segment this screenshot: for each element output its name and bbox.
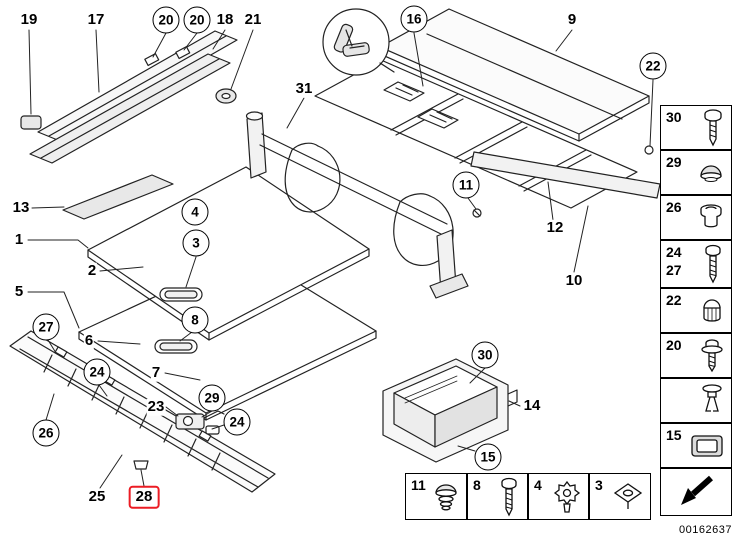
- continuation-arrow-icon: [681, 475, 713, 505]
- callout-18[interactable]: 18: [215, 10, 235, 29]
- callout-17[interactable]: 17: [86, 10, 106, 29]
- sidebar-cell-24-27[interactable]: 24 27: [660, 240, 732, 288]
- legend-cell-label: 4: [534, 477, 542, 493]
- legend-cell-8[interactable]: 8: [467, 473, 528, 520]
- callout-21[interactable]: 21: [243, 10, 263, 29]
- legend-cell-4[interactable]: 4: [528, 473, 589, 520]
- sidebar-cell-30[interactable]: 30: [660, 105, 732, 150]
- callout-2[interactable]: 2: [86, 261, 98, 280]
- speed-nut-icon: [613, 482, 643, 509]
- sidebar-cell-22[interactable]: 22: [660, 288, 732, 333]
- storage-tray-drawing: [382, 358, 518, 463]
- callout-circled-29[interactable]: 29: [198, 384, 226, 412]
- pan-head-screw-icon: [704, 108, 722, 146]
- callout-circled-15[interactable]: 15: [474, 443, 502, 471]
- callout-19[interactable]: 19: [19, 10, 39, 29]
- callout-14[interactable]: 14: [522, 396, 542, 415]
- sidebar-cell-label: 27: [666, 262, 682, 278]
- callout-5[interactable]: 5: [13, 282, 25, 301]
- callout-9[interactable]: 9: [566, 10, 578, 29]
- legend-cell-label: 8: [473, 477, 481, 493]
- sidebar-cell-label: 20: [666, 337, 682, 353]
- entrance-strips-drawing: [20, 30, 238, 220]
- legend-cell-label: 11: [411, 477, 426, 493]
- blind-plug-icon: [435, 483, 457, 510]
- callout-circled-11[interactable]: 11: [452, 171, 480, 199]
- grommet-icon: [700, 203, 722, 227]
- legend-cell-11[interactable]: 11: [405, 473, 467, 520]
- callout-31[interactable]: 31: [294, 79, 314, 98]
- detail-inset-drawing: [322, 8, 395, 76]
- callout-circled-20a[interactable]: 20: [152, 6, 180, 34]
- callout-13[interactable]: 13: [11, 198, 31, 217]
- leader-lines: [27, 29, 654, 489]
- sidebar-cell-26[interactable]: 26: [660, 195, 732, 240]
- seat-fold-icon: [333, 23, 370, 57]
- callout-circled-16[interactable]: 16: [400, 5, 428, 33]
- dome-cap-icon: [700, 164, 722, 182]
- callout-circled-26[interactable]: 26: [32, 419, 60, 447]
- callout-circled-3[interactable]: 3: [182, 229, 210, 257]
- tapping-screw-icon: [501, 477, 517, 516]
- callout-25[interactable]: 25: [87, 487, 107, 506]
- loading-sill-assembly-drawing: [314, 8, 661, 218]
- sidebar-cell-label: 26: [666, 199, 682, 215]
- callout-10[interactable]: 10: [564, 271, 584, 290]
- legend-cell-label: 3: [595, 477, 603, 493]
- sidebar-cell-29[interactable]: 29: [660, 150, 732, 195]
- callout-circled-30[interactable]: 30: [471, 341, 499, 369]
- sidebar-cell-rivet[interactable]: [660, 378, 732, 423]
- callout-circled-20b[interactable]: 20: [183, 6, 211, 34]
- callout-7[interactable]: 7: [150, 363, 162, 382]
- sidebar-cell-label: 22: [666, 292, 682, 308]
- document-number: 00162637: [679, 524, 732, 536]
- callout-circled-4[interactable]: 4: [181, 198, 209, 226]
- torx-bolt-icon: [553, 480, 581, 513]
- callout-circled-24b[interactable]: 24: [223, 408, 251, 436]
- legend-cell-3[interactable]: 3: [589, 473, 651, 520]
- lashing-rail-straps-drawing: [245, 111, 469, 299]
- sidebar-cell-label: 29: [666, 154, 682, 170]
- cap-nut-icon: [703, 298, 721, 322]
- adhesive-pad-icon: [691, 434, 723, 457]
- callout-28-highlighted[interactable]: 28: [128, 485, 160, 509]
- sidebar-cell-label: 30: [666, 109, 682, 125]
- callout-circled-8[interactable]: 8: [181, 306, 209, 334]
- sidebar-cell-next-page-arrow[interactable]: [660, 468, 732, 516]
- sidebar-cell-label: 15: [666, 427, 682, 443]
- floor-panels-drawing: [78, 166, 377, 421]
- sidebar-cell-20[interactable]: 20: [660, 333, 732, 378]
- callout-23[interactable]: 23: [146, 397, 166, 416]
- callout-circled-24a[interactable]: 24: [83, 358, 111, 386]
- callout-circled-22[interactable]: 22: [639, 52, 667, 80]
- callout-circled-27[interactable]: 27: [32, 313, 60, 341]
- callout-6[interactable]: 6: [83, 331, 95, 350]
- tapping-screw-icon: [705, 244, 721, 284]
- screw-with-washer-icon: [701, 338, 723, 372]
- sidebar-cell-label: 24: [666, 244, 682, 260]
- callout-12[interactable]: 12: [545, 218, 565, 237]
- expanding-rivet-icon: [702, 383, 722, 412]
- callout-1[interactable]: 1: [13, 230, 25, 249]
- sidebar-cell-15[interactable]: 15: [660, 423, 732, 468]
